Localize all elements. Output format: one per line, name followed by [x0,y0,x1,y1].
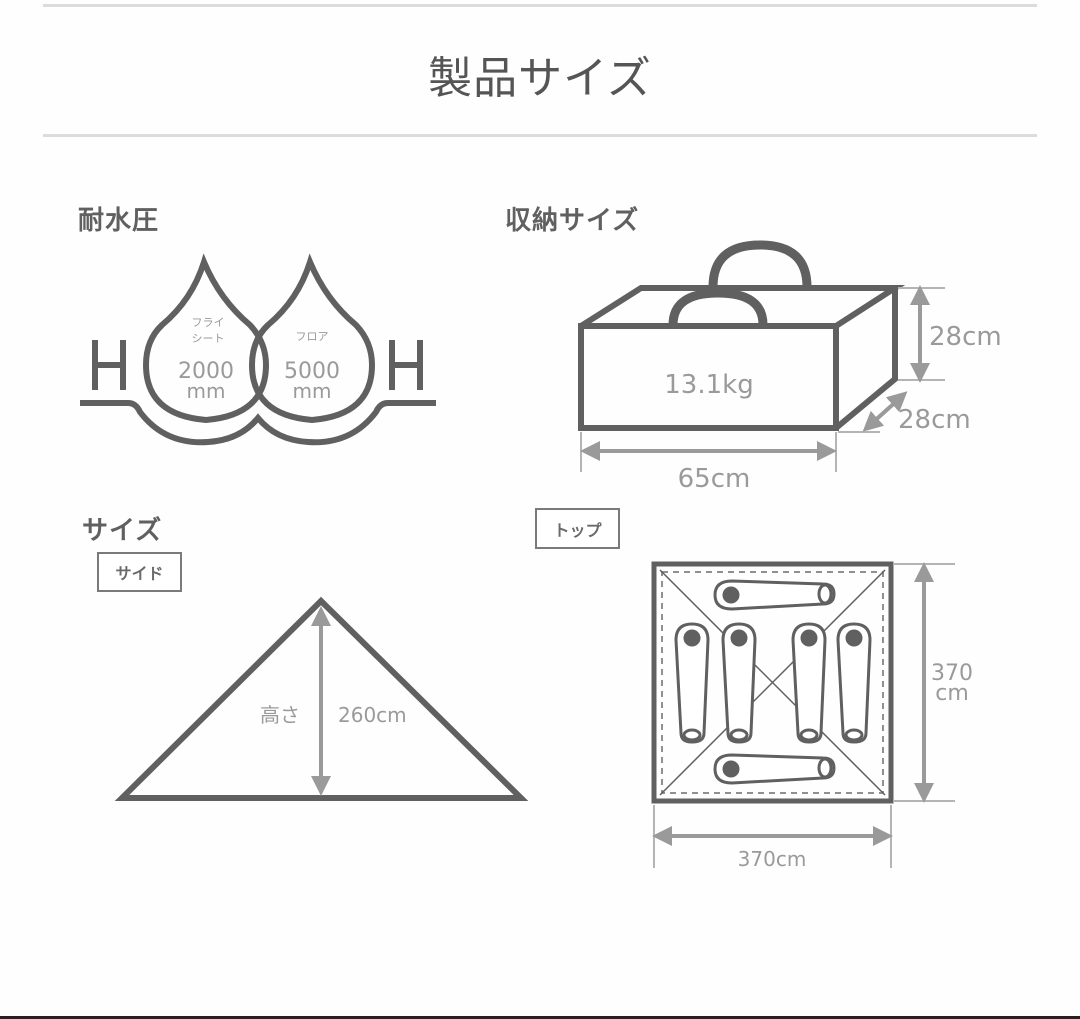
top-arrows [652,562,934,846]
top-divider [43,4,1037,7]
drop1-label-line1: フライ [192,316,225,329]
height-label: 高さ [260,703,300,727]
title-divider [43,134,1037,137]
drop1-value: 2000 [178,359,234,384]
tent-top-view-icon [651,561,894,804]
size-title: サイズ [82,516,163,546]
drop2-unit: mm [293,379,332,403]
sleeping-bag-icons [674,579,872,785]
drop2-value: 5000 [284,359,340,384]
tent-side-triangle-icon [114,596,529,801]
top-width-value: 370cm [738,847,807,871]
side-view-tag: サイド [97,552,182,592]
bag-depth: 28cm [898,405,971,435]
top-depth-unit: cm [935,681,969,706]
drop2-label: フロア [296,330,329,343]
top-view-tag: トップ [535,508,620,549]
water-drop-icon [80,253,436,446]
height-value: 260cm [338,703,407,727]
bag-height: 28cm [929,322,1002,352]
storage-bag-icon [578,240,906,431]
bag-weight: 13.1kg [664,370,753,400]
bottom-border [0,1016,1080,1019]
drop1-unit: mm [187,379,226,403]
page-title: 製品サイズ [428,53,652,104]
storage-arrows [580,285,930,461]
storage-size-title: 収納サイズ [505,206,640,236]
top-depth-value: 370 [931,661,973,686]
water-resistance-title: 耐水圧 [78,206,160,236]
bag-width: 65cm [678,464,751,494]
drop1-label-line2: シート [192,332,225,345]
